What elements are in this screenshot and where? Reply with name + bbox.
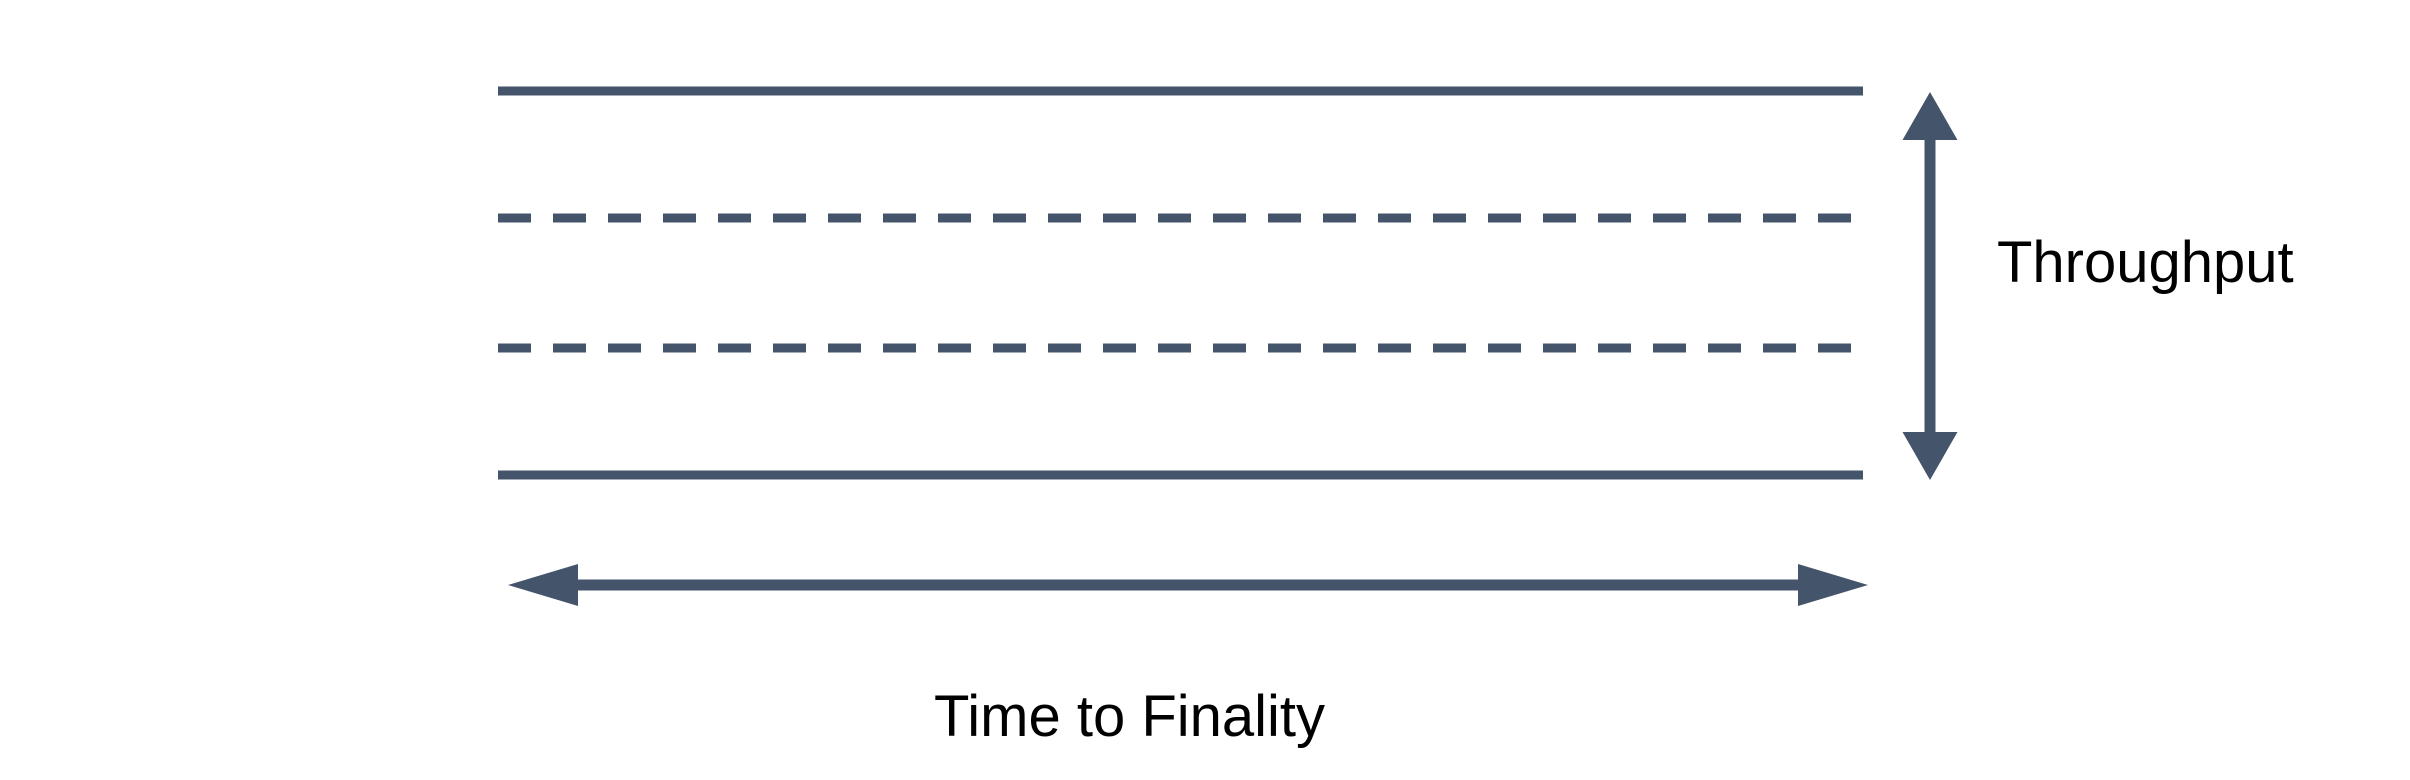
throughput-arrow-shaft bbox=[1924, 140, 1936, 432]
throughput-axis-label: Throughput bbox=[1997, 230, 2294, 295]
time-to-finality-axis-label: Time to Finality bbox=[934, 684, 1326, 749]
time-to-finality-arrow-shaft bbox=[578, 579, 1798, 591]
time-to-finality-arrow-head-left bbox=[508, 564, 578, 606]
throughput-arrow-head-up bbox=[1902, 92, 1958, 140]
throughput-arrow-head-down bbox=[1902, 432, 1958, 480]
throughput-arrow bbox=[1902, 92, 1958, 480]
time-to-finality-arrow-head-right bbox=[1798, 564, 1868, 606]
time-to-finality-arrow bbox=[508, 564, 1868, 606]
